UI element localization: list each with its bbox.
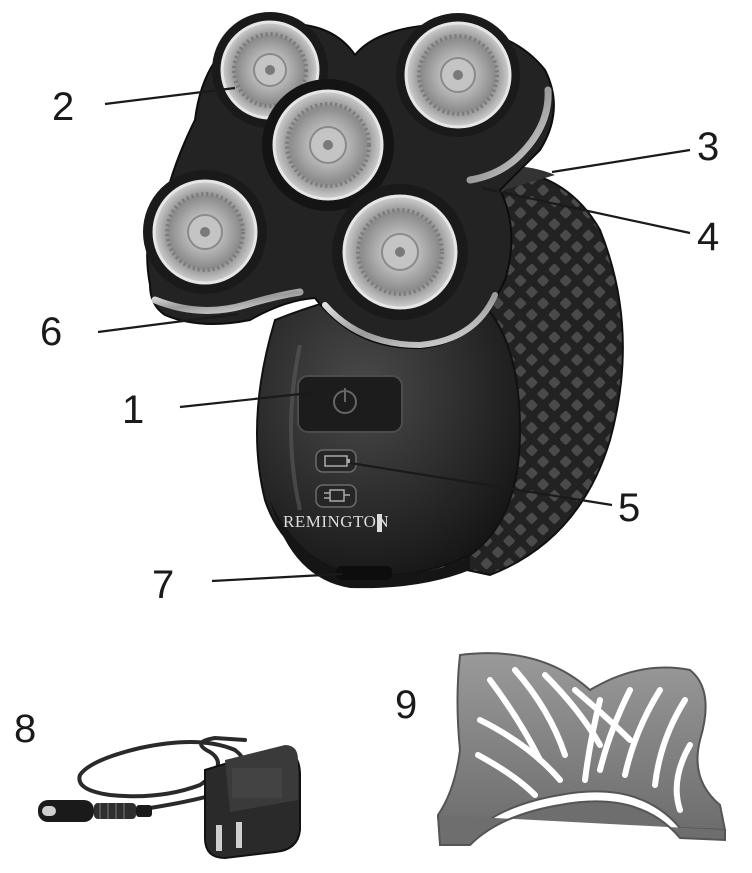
shaving-head <box>143 12 554 348</box>
callout-8: 8 <box>14 707 36 751</box>
callout-9: 9 <box>395 683 417 727</box>
battery-indicator <box>316 450 356 472</box>
callout-3: 3 <box>697 125 719 169</box>
charging-port <box>336 566 392 580</box>
callout-5: 5 <box>618 486 640 530</box>
power-button[interactable] <box>298 376 402 432</box>
callout-7: 7 <box>152 563 174 607</box>
leader-3 <box>552 150 690 172</box>
rotary-head-top-right <box>396 13 520 137</box>
plug-prong-right <box>236 822 242 848</box>
charging-indicator <box>316 485 356 507</box>
plug-prong-left <box>216 825 222 851</box>
brand-logo: REMINGTON <box>283 512 389 531</box>
callout-1: 1 <box>122 388 144 432</box>
callout-4: 4 <box>697 215 719 259</box>
head-guard <box>438 653 725 845</box>
charger-adapter <box>38 738 300 858</box>
dc-plug <box>38 800 152 822</box>
rotary-head-bottom-right <box>332 184 468 320</box>
brand-bar <box>377 514 382 532</box>
callout-6: 6 <box>40 310 62 354</box>
rotary-head-bottom-left <box>143 170 267 294</box>
callout-2: 2 <box>52 85 74 129</box>
